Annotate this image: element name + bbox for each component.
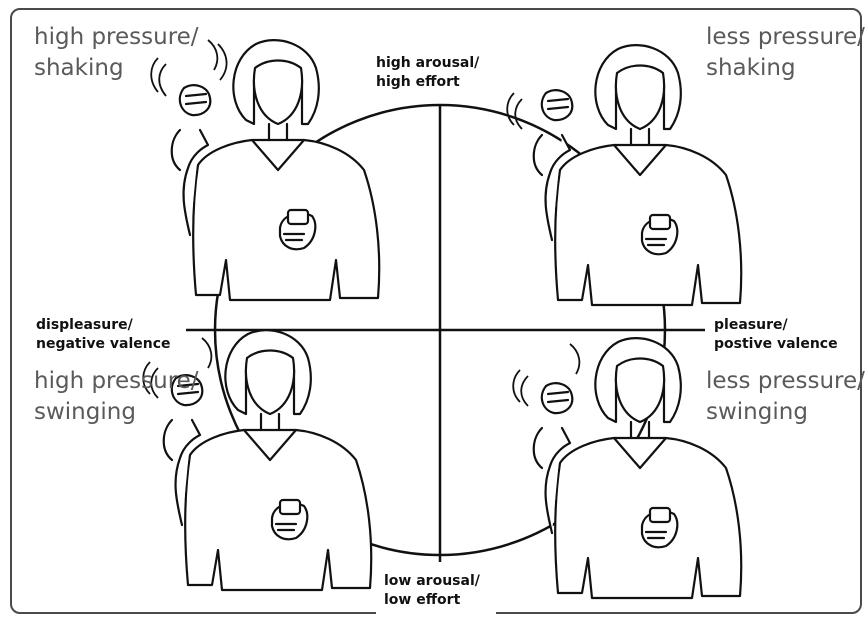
caption-top-left: high pressure/ shaking [34, 22, 199, 84]
axis-label-bottom: low arousal/ low effort [384, 572, 480, 610]
axis-label-top-line2: high effort [376, 73, 479, 92]
caption-top-left-line2: shaking [34, 53, 199, 84]
figure-top-right [507, 45, 741, 305]
axis-label-right: pleasure/ postive valence [714, 316, 838, 354]
axis-label-right-line2: postive valence [714, 335, 838, 354]
caption-top-right: less pressure/ shaking [706, 22, 865, 84]
caption-bottom-left: high pressure/ swinging [34, 366, 199, 428]
caption-top-left-line1: high pressure/ [34, 22, 199, 53]
caption-bottom-left-line1: high pressure/ [34, 366, 199, 397]
caption-top-right-line2: shaking [706, 53, 865, 84]
axis-label-bottom-line2: low effort [384, 591, 480, 610]
axis-label-top: high arousal/ high effort [376, 54, 479, 92]
caption-top-right-line1: less pressure/ [706, 22, 865, 53]
caption-bottom-right: less pressure/ swinging [706, 366, 865, 428]
caption-bottom-right-line1: less pressure/ [706, 366, 865, 397]
caption-bottom-left-line2: swinging [34, 397, 199, 428]
axis-label-right-line1: pleasure/ [714, 316, 838, 335]
caption-bottom-right-line2: swinging [706, 397, 865, 428]
axis-label-bottom-line1: low arousal/ [384, 572, 480, 591]
axis-label-left-line1: displeasure/ [36, 316, 171, 335]
axis-label-left: displeasure/ negative valence [36, 316, 171, 354]
axis-label-left-line2: negative valence [36, 335, 171, 354]
axis-label-top-line1: high arousal/ [376, 54, 479, 73]
